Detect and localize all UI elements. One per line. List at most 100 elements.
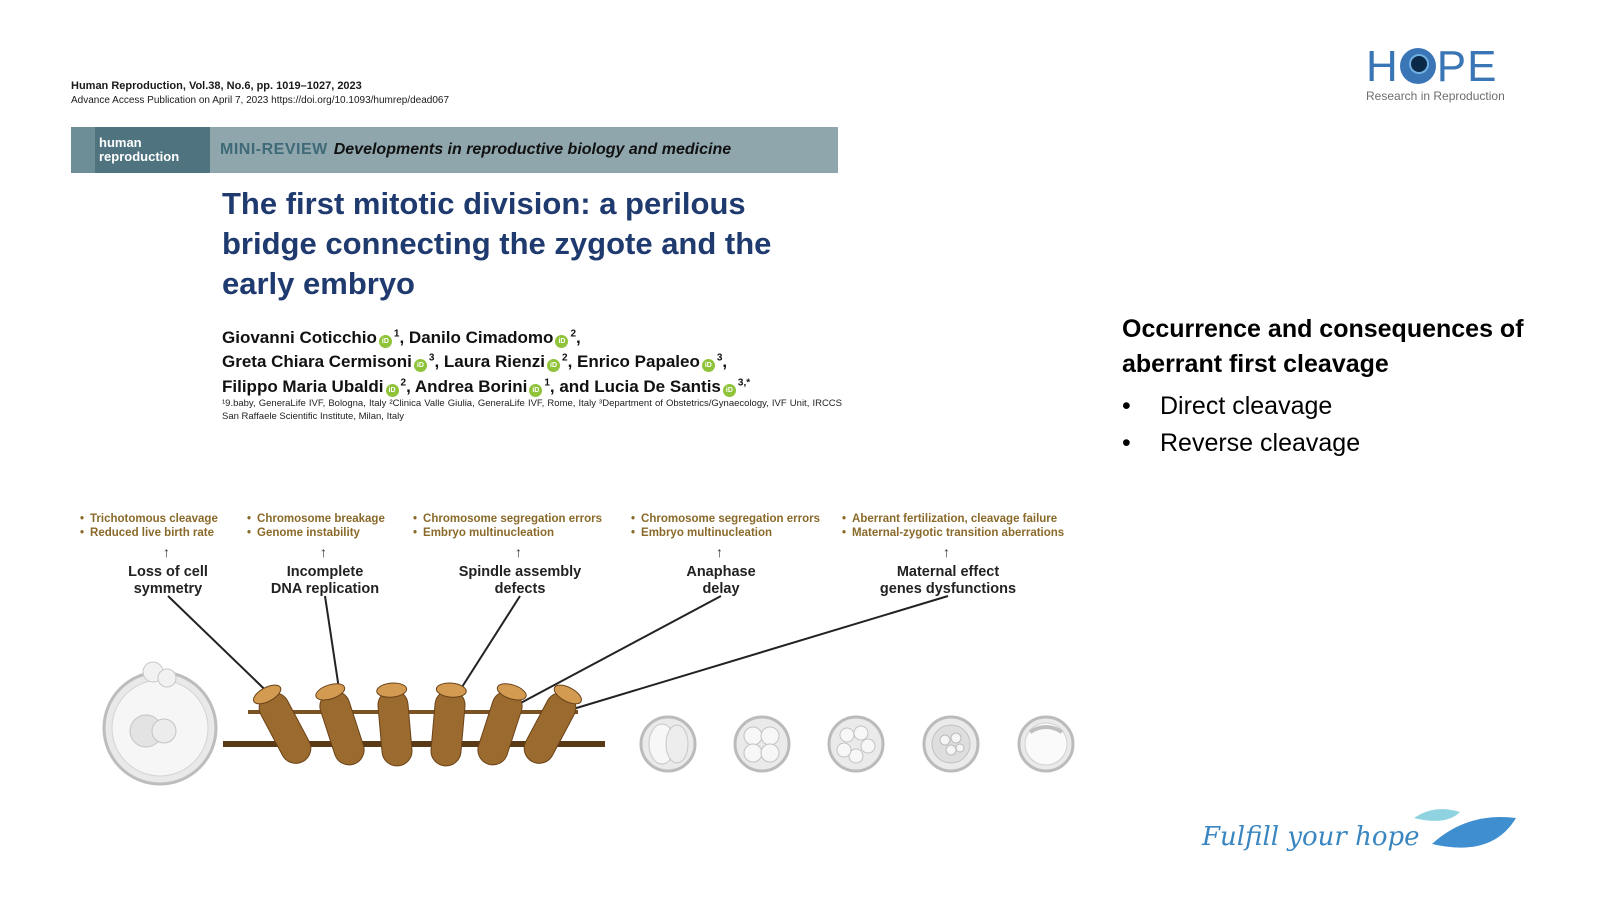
author-separator: , <box>406 376 415 396</box>
consequence-item: Embryo multinucleation <box>423 527 555 539</box>
consequence-item: Trichotomous cleavage <box>90 513 218 525</box>
up-arrow-icon: ↑ <box>943 544 950 560</box>
leaf-icon <box>1414 809 1516 848</box>
consequence-list: •Chromosome segregation errors •Embryo m… <box>631 513 820 539</box>
journal-header: Human Reproduction, Vol.38, No.6, pp. 10… <box>71 80 449 106</box>
embryo-blastocyst <box>1017 715 1075 773</box>
author-name: Giovanni Coticchio <box>222 327 377 347</box>
affiliations: ¹9.baby, GeneraLife IVF, Bologna, Italy … <box>222 398 842 422</box>
bridge-logs <box>253 682 582 767</box>
cause-line: symmetry <box>133 581 203 597</box>
embryo-4-cell <box>733 715 791 773</box>
summary-panel: Occurrence and consequences of aberrant … <box>1122 312 1542 462</box>
article-type: MINI-REVIEW Developments in reproductive… <box>210 127 731 173</box>
paper-title: The first mitotic division: a perilous b… <box>222 186 772 301</box>
cause-label: Incomplete DNA replication <box>245 564 405 598</box>
pointer-line <box>549 595 949 717</box>
embryo-8-cell <box>827 715 885 773</box>
article-topic: Developments in reproductive biology and… <box>333 141 732 158</box>
cause-label: Maternal effect genes dysfunctions <box>858 564 1038 598</box>
consequence-item: Maternal-zygotic transition aberrations <box>852 527 1065 539</box>
up-arrow-icon: ↑ <box>716 544 723 560</box>
cause-label: Spindle assembly defects <box>440 564 600 598</box>
up-arrow-icon: ↑ <box>515 544 522 560</box>
consequence-item: Embryo multinucleation <box>641 527 773 539</box>
orcid-icon[interactable]: iD <box>385 383 399 397</box>
author-affiliation-mark: 3 <box>716 352 723 364</box>
author-affiliation-mark: 1 <box>393 328 400 339</box>
eye-icon <box>1399 48 1436 84</box>
orcid-icon[interactable]: iD <box>701 359 715 373</box>
author-name: Lucia De Santis <box>594 376 721 396</box>
consequence-item: Chromosome segregation errors <box>423 513 602 525</box>
brand-line-1: human <box>99 135 142 150</box>
author-separator: , and <box>549 376 595 396</box>
cause-line: Anaphase <box>686 564 756 580</box>
journal-banner: human reproduction MINI-REVIEW Developme… <box>71 127 838 173</box>
author-affiliation-mark: 3,* <box>737 377 751 389</box>
consequence-list: •Chromosome segregation errors •Embryo m… <box>413 513 602 539</box>
bullet-icon: • <box>1122 429 1131 457</box>
cause-line: Spindle assembly <box>458 564 582 580</box>
summary-list: • Direct cleavage •Reverse cleavage <box>1122 388 1542 462</box>
figure-bridge: •Trichotomous cleavage •Reduced live bir… <box>80 512 1080 802</box>
author-affiliation-mark: 3 <box>428 352 435 364</box>
orcid-icon[interactable]: iD <box>413 359 427 373</box>
author-name: Filippo Maria Ubaldi <box>222 376 384 396</box>
consequence-item: Chromosome segregation errors <box>641 513 820 525</box>
author-name: Greta Chiara Cermisoni <box>222 352 412 372</box>
consequence-list: •Chromosome breakage •Genome instability <box>247 513 385 539</box>
author-separator: , <box>722 352 728 372</box>
summary-item: •Reverse cleavage <box>1122 425 1542 462</box>
cause-line: Maternal effect <box>896 564 1000 580</box>
cause-line: genes dysfunctions <box>879 581 1017 597</box>
orcid-icon[interactable]: iD <box>555 334 569 348</box>
summary-heading: Occurrence and consequences of aberrant … <box>1122 315 1524 378</box>
bullet-icon: • <box>1122 392 1131 420</box>
journal-advance-access: Advance Access Publication on April 7, 2… <box>71 95 450 106</box>
consequence-item: Chromosome breakage <box>257 513 385 525</box>
author-affiliation-mark: 1 <box>544 377 550 389</box>
up-arrow-icon: ↑ <box>320 544 327 560</box>
author-separator: , <box>576 327 581 347</box>
embryo-2-cell <box>639 715 697 773</box>
logo-letter: H <box>1366 42 1399 91</box>
author-name: Laura Rienzi <box>443 352 546 372</box>
author-name: Enrico Papaleo <box>577 352 700 372</box>
orcid-icon[interactable]: iD <box>529 383 543 397</box>
figure-illustration <box>102 595 1075 786</box>
consequence-item: Reduced live birth rate <box>90 527 215 539</box>
brand-line-2: reproduction <box>99 149 180 164</box>
summary-item: • Direct cleavage <box>1122 388 1542 425</box>
author-affiliation-mark: 2 <box>562 352 568 364</box>
summary-item-label: Direct cleavage <box>1160 392 1333 420</box>
author-separator: , <box>399 327 409 347</box>
cause-line: delay <box>702 581 740 597</box>
journal-brand: human reproduction <box>71 127 210 173</box>
zygote-cell <box>102 661 218 786</box>
author-affiliation-mark: 2 <box>400 377 407 389</box>
consequence-item: Genome instability <box>257 527 360 539</box>
cause-label: Loss of cell symmetry <box>98 564 238 598</box>
article-kind: MINI-REVIEW <box>220 141 328 158</box>
orcid-icon[interactable]: iD <box>378 334 392 348</box>
cause-line: Loss of cell <box>128 564 208 580</box>
embryo-morula <box>922 715 980 773</box>
orcid-icon[interactable]: iD <box>722 383 736 397</box>
pointer-line <box>499 595 722 715</box>
author-affiliation-mark: 2 <box>570 328 576 339</box>
orcid-icon[interactable]: iD <box>547 359 561 373</box>
cause-line: Incomplete <box>286 564 364 580</box>
author-name: Danilo Cimadomo <box>408 327 554 347</box>
cause-line: defects <box>494 581 546 597</box>
